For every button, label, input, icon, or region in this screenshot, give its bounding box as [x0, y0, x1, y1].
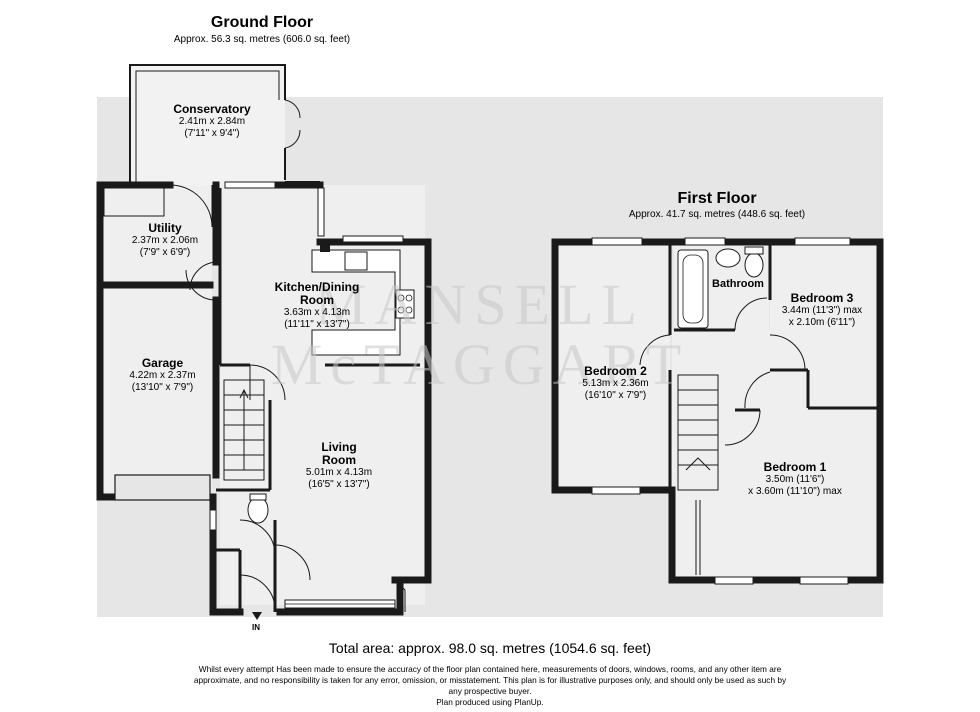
- room-dimensions-imperial: (7'9" x 6'9"): [139, 247, 191, 258]
- bedroom3-label: Bedroom 3 3.44m (11'3") max x 2.10m (6'1…: [770, 292, 874, 329]
- ground-floor-area: Approx. 56.3 sq. metres (606.0 sq. feet): [173, 34, 351, 45]
- room-dimensions: 3.63m x 4.13m: [283, 307, 351, 318]
- room-dimensions-imperial: x 2.10m (6'11"): [788, 317, 856, 328]
- ground-floor-plan: [96, 64, 432, 620]
- disclaimer-line-1: Whilst every attempt Has been made to en…: [198, 664, 782, 674]
- room-dimensions: 5.01m x 4.13m: [305, 467, 373, 478]
- bathroom-label: Bathroom: [703, 278, 773, 291]
- room-dimensions: 2.37m x 2.06m: [131, 235, 199, 246]
- garage-label: Garage 4.22m x 2.37m (13'10" x 7'9"): [105, 357, 220, 394]
- disclaimer-line-4: Plan produced using PlanUp.: [436, 697, 544, 707]
- room-dimensions-imperial: x 3.60m (11'10") max: [748, 486, 842, 497]
- entry-arrow-icon: [252, 612, 262, 620]
- bedroom1-label: Bedroom 1 3.50m (11'6") x 3.60m (11'10")…: [725, 461, 865, 498]
- room-name: Bedroom 1: [763, 460, 827, 474]
- room-name-line-2: Room: [300, 293, 334, 307]
- watermark-line-2: McTAGGART: [270, 332, 690, 397]
- disclaimer: Whilst every attempt Has been made to en…: [140, 664, 840, 708]
- room-name: Bathroom: [712, 278, 764, 290]
- room-name: Garage: [141, 356, 184, 370]
- bedroom2-label: Bedroom 2 5.13m x 2.36m (16'10" x 7'9"): [563, 365, 668, 402]
- utility-label: Utility 2.37m x 2.06m (7'9" x 6'9"): [110, 222, 220, 259]
- total-area: Total area: approx. 98.0 sq. metres (105…: [328, 640, 652, 656]
- bedroom1-room: [672, 410, 880, 580]
- living-room-label: Living Room 5.01m x 4.13m (16'5" x 13'7"…: [284, 441, 394, 491]
- kitchen-label: Kitchen/Dining Room 3.63m x 4.13m (11'11…: [252, 281, 382, 331]
- ground-floor-title: Ground Floor: [210, 14, 314, 31]
- first-floor-title: First Floor: [677, 190, 757, 207]
- room-dimensions-imperial: (7'11" x 9'4"): [184, 128, 240, 139]
- room-name: Living: [321, 440, 357, 454]
- conservatory-room: [130, 65, 285, 185]
- room-dimensions: 4.22m x 2.37m: [129, 370, 196, 381]
- room-name: Bedroom 3: [790, 291, 854, 305]
- utility-room: [100, 185, 212, 285]
- room-dimensions-imperial: (16'10" x 7'9"): [584, 390, 647, 401]
- disclaimer-line-2: approximate, and no responsibility is ta…: [193, 675, 787, 685]
- room-name: Utility: [148, 221, 182, 235]
- living-room: [270, 365, 425, 605]
- conservatory-label: Conservatory 2.41m x 2.84m (7'11" x 9'4"…: [152, 103, 272, 140]
- room-dimensions-imperial: (13'10" x 7'9"): [131, 382, 194, 393]
- room-dimensions-imperial: (11'11" x 13'7"): [284, 319, 350, 330]
- watermark: MANSELL McTAGGART: [200, 275, 760, 395]
- garage-room: [100, 285, 212, 497]
- room-dimensions-imperial: (16'5" x 13'7"): [308, 479, 370, 490]
- room-dimensions: 5.13m x 2.36m: [582, 378, 649, 389]
- room-dimensions: 2.41m x 2.84m: [178, 116, 246, 127]
- room-name: Conservatory: [173, 102, 251, 116]
- room-dimensions: 3.44m (11'3") max: [781, 305, 863, 316]
- room-name: Kitchen/Dining: [274, 280, 360, 294]
- entry-label: IN: [252, 623, 260, 632]
- bedroom2-room: [557, 242, 670, 490]
- room-name: Bedroom 2: [584, 364, 647, 378]
- disclaimer-line-3: any prospective buyer.: [448, 686, 532, 696]
- first-floor-plan: [551, 237, 884, 585]
- first-floor-area: Approx. 41.7 sq. metres (448.6 sq. feet): [628, 209, 806, 220]
- room-dimensions: 3.50m (11'6"): [765, 474, 825, 485]
- room-name-line-2: Room: [322, 453, 356, 467]
- watermark-line-1: MANSELL: [315, 272, 645, 337]
